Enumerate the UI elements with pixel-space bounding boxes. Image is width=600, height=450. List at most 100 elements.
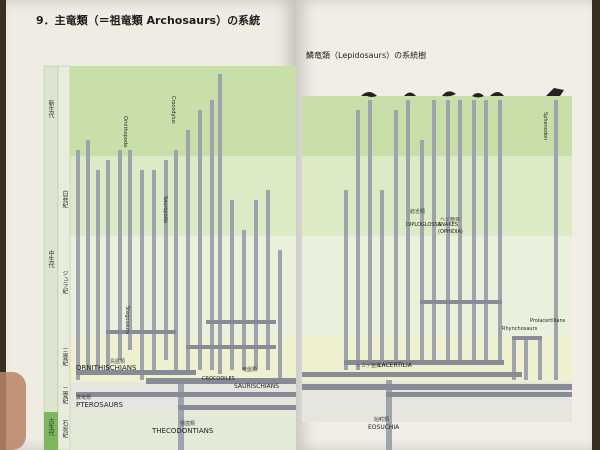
phylogeny-chart: [43, 65, 572, 450]
tree-bar: [186, 130, 190, 370]
thecodontians-label: THECODONTIANS: [152, 427, 214, 435]
tree-join: [344, 360, 504, 365]
chapter-title: 9．主竜類（＝祖竜類 Archosaurs）の系統: [36, 14, 261, 27]
tree-bar: [266, 190, 270, 370]
diploglossa-label: DIPLOGLOSSA: [406, 222, 442, 228]
prolacertilians-label: Prolacertilians: [530, 318, 566, 324]
tree-bar: [210, 100, 214, 370]
snakes-jp-label: ヘビ亜目: [440, 217, 461, 223]
tree-join: [512, 336, 542, 340]
crocodiles-label: CROCODILES: [202, 376, 235, 382]
snake-icon: [472, 93, 484, 98]
lizard-icon: [442, 91, 456, 97]
band-carboniferous-left: [44, 412, 296, 450]
tree-bar: [484, 100, 488, 360]
tree-join: [302, 384, 572, 390]
crocodylus-label: Crocodylus: [170, 96, 176, 124]
tree-join: [302, 372, 522, 377]
tree-bar: [524, 336, 528, 380]
tree-bar: [152, 170, 156, 370]
tree-bar: [254, 200, 258, 370]
tree-bar: [118, 150, 122, 360]
tree-join: [76, 370, 196, 375]
tree-bar: [420, 140, 424, 360]
period-label-permian: 二畳紀: [61, 386, 68, 404]
right-tree-bars: [344, 100, 558, 450]
tree-bar: [230, 200, 234, 370]
tree-bar: [498, 100, 502, 360]
reader-thumb: [0, 372, 26, 450]
tree-bar: [278, 250, 282, 380]
diploglossa-jp-label: 結舌類: [410, 209, 426, 215]
ornithischians-jp-label: 鳥盤類: [110, 359, 126, 365]
lacertilia-jp-label: トカゲ亜目: [356, 363, 382, 369]
tree-bar: [164, 160, 168, 360]
left-tree-joins: [76, 320, 296, 410]
band-triassic-left: [44, 336, 296, 382]
tree-join: [178, 405, 296, 410]
tree-join: [206, 320, 276, 324]
tree-bar: [446, 100, 450, 360]
era-label-cenozoic: 新生代: [47, 100, 54, 118]
book-spread: 9．主竜類（＝祖竜類 Archosaurs）の系統 鱗竜類（Lepidosaur…: [6, 0, 592, 450]
sauropoda-label: Sauropoda: [162, 196, 168, 223]
lacertilia-label: LACERTILIA: [378, 362, 412, 369]
saurischians-label: SAURISCHIANS: [234, 383, 280, 390]
tree-join: [106, 330, 176, 334]
saurischians-jp-label: 竜盤類: [242, 367, 258, 373]
snakes-label: SNAKES: [438, 222, 458, 228]
tree-bar-sphenodon: [554, 100, 558, 380]
eosuchia-jp-label: 始鰐類: [374, 417, 390, 423]
tree-bar: [458, 100, 462, 360]
tree-join: [146, 378, 296, 384]
tree-join: [76, 392, 296, 397]
tree-bar: [76, 150, 80, 380]
pterosaurs-jp-label: 翼竜類: [76, 395, 92, 401]
tree-bar: [140, 170, 144, 380]
tree-bar: [198, 110, 202, 370]
period-label-jurassic: ジュラ紀: [61, 270, 68, 294]
tree-bar: [174, 150, 178, 370]
era-green-marker: [44, 412, 58, 450]
ornithischians-label: ORNITHISCHIANS: [76, 364, 137, 372]
tree-bar: [128, 150, 132, 350]
pterosaurs-label: PTEROSAURS: [76, 401, 124, 409]
rhynchosaurs-label: Rhynchosaurs: [502, 326, 538, 332]
period-column: [57, 65, 71, 450]
tree-bar: [472, 100, 476, 360]
thecodontians-jp-label: 槽歯類: [180, 421, 196, 427]
tree-bar: [406, 100, 410, 360]
lizard-icon: [361, 92, 377, 97]
tree-bar: [86, 140, 90, 370]
period-label-triassic: 三畳紀: [61, 348, 68, 366]
tree-join: [186, 345, 276, 349]
animal-silhouettes: [361, 88, 564, 98]
tree-bar: [218, 74, 222, 374]
tree-bar-thecodont: [178, 380, 184, 450]
tree-bar: [538, 336, 542, 380]
sub-title: 鱗竜類（Lepidosaurs）の系統樹: [306, 51, 427, 60]
lizard-icon: [404, 92, 416, 96]
tree-bar: [512, 336, 516, 380]
tree-bar-eosuchia: [386, 380, 392, 450]
tree-bar: [394, 110, 398, 360]
tree-join: [386, 392, 572, 397]
tree-bar: [96, 170, 100, 370]
era-label-mesozoic: 中生代: [47, 250, 54, 268]
tree-bar: [380, 190, 384, 360]
ophidia-label: (OPHIDIA): [438, 229, 463, 235]
tree-join: [420, 300, 502, 304]
left-tree-bars: [76, 74, 282, 450]
band-cenozoic-right: [302, 96, 572, 156]
tree-bar: [344, 190, 348, 370]
period-label-cretaceous: 白亜紀: [61, 190, 68, 208]
right-tree-joins: [302, 300, 572, 397]
ornithopoda-label: Ornithopoda: [122, 116, 128, 148]
tree-bar: [106, 160, 110, 370]
stegosaurs-label: Stegosaurs: [124, 306, 130, 334]
band-cretaceous-left: [44, 156, 296, 236]
tree-bar: [432, 100, 436, 360]
period-label-carboniferous: 石炭紀: [61, 420, 68, 438]
era-label-paleozoic: 古生代: [47, 418, 54, 436]
sphenodon-label: Sphenodon: [542, 112, 548, 141]
